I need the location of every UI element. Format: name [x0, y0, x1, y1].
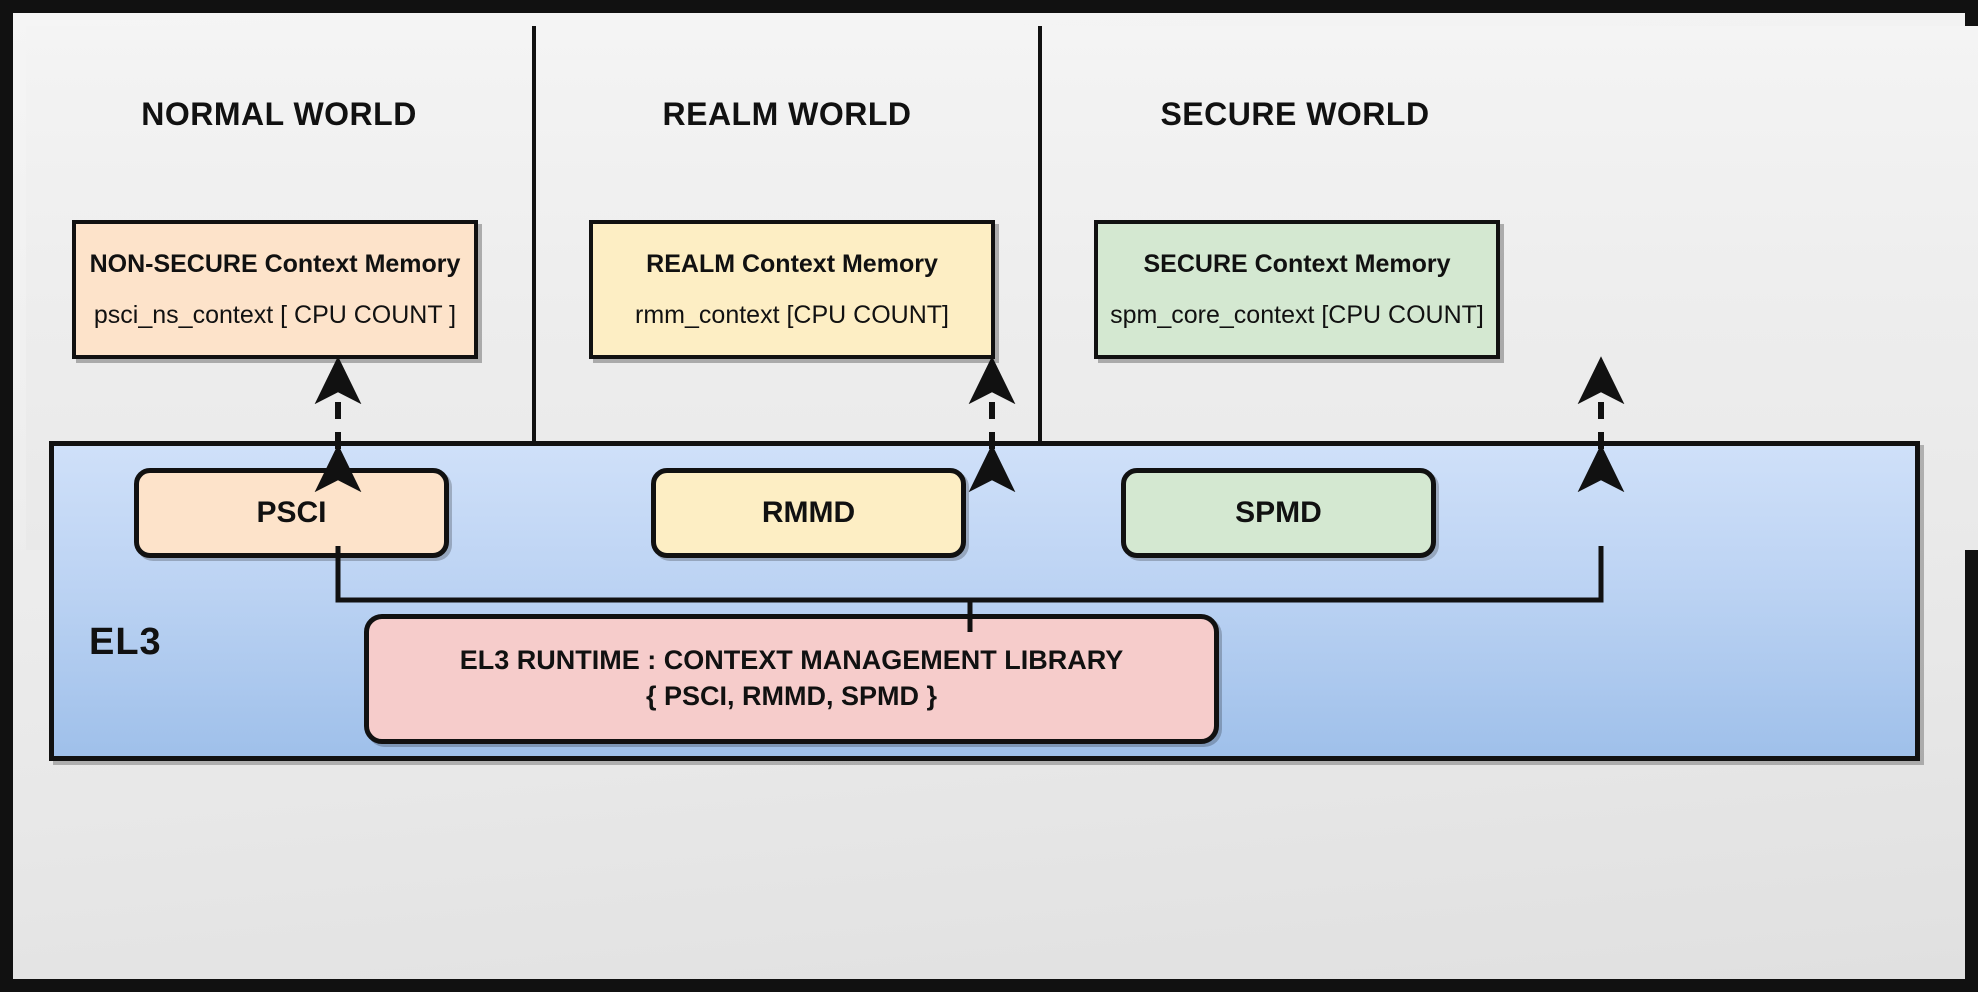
runtime-library-line-1: EL3 RUNTIME : CONTEXT MANAGEMENT LIBRARY	[459, 645, 1124, 676]
context-memory-symbol-non-secure: psci_ns_context [ CPU COUNT ]	[93, 300, 457, 329]
context-memory-box-realm[interactable]: REALM Context Memory rmm_context [CPU CO…	[589, 220, 995, 359]
world-title-realm: REALM WORLD	[662, 96, 912, 132]
dispatcher-rmmd-label: RMMD	[761, 496, 856, 529]
diagram-frame: NORMAL WORLD REALM WORLD SECURE WORLD NO…	[6, 6, 1978, 986]
context-memory-symbol-secure: spm_core_context [CPU COUNT]	[1110, 300, 1484, 329]
dispatcher-spmd[interactable]: SPMD	[1121, 468, 1436, 558]
el3-runtime-context-management-library[interactable]: EL3 RUNTIME : CONTEXT MANAGEMENT LIBRARY…	[364, 614, 1219, 744]
context-memory-symbol-realm: rmm_context [CPU COUNT]	[635, 300, 949, 329]
dispatcher-rmmd[interactable]: RMMD	[651, 468, 966, 558]
dispatcher-psci[interactable]: PSCI	[134, 468, 449, 558]
el3-label: EL3	[89, 621, 162, 663]
context-memory-title-secure: SECURE Context Memory	[1143, 249, 1451, 278]
context-memory-title-realm: REALM Context Memory	[646, 249, 938, 278]
world-title-normal: NORMAL WORLD	[141, 96, 417, 132]
el3-region: EL3 PSCI RMMD SPMD EL3 RUNTIME : CONTEXT…	[49, 441, 1920, 761]
dispatcher-psci-label: PSCI	[256, 496, 327, 529]
context-memory-box-secure[interactable]: SECURE Context Memory spm_core_context […	[1094, 220, 1500, 359]
context-memory-box-non-secure[interactable]: NON-SECURE Context Memory psci_ns_contex…	[72, 220, 478, 359]
world-title-secure: SECURE WORLD	[1160, 96, 1430, 132]
runtime-library-line-2: { PSCI, RMMD, SPMD }	[645, 681, 938, 711]
context-memory-title-non-secure: NON-SECURE Context Memory	[89, 249, 461, 278]
dispatcher-spmd-label: SPMD	[1235, 496, 1322, 529]
